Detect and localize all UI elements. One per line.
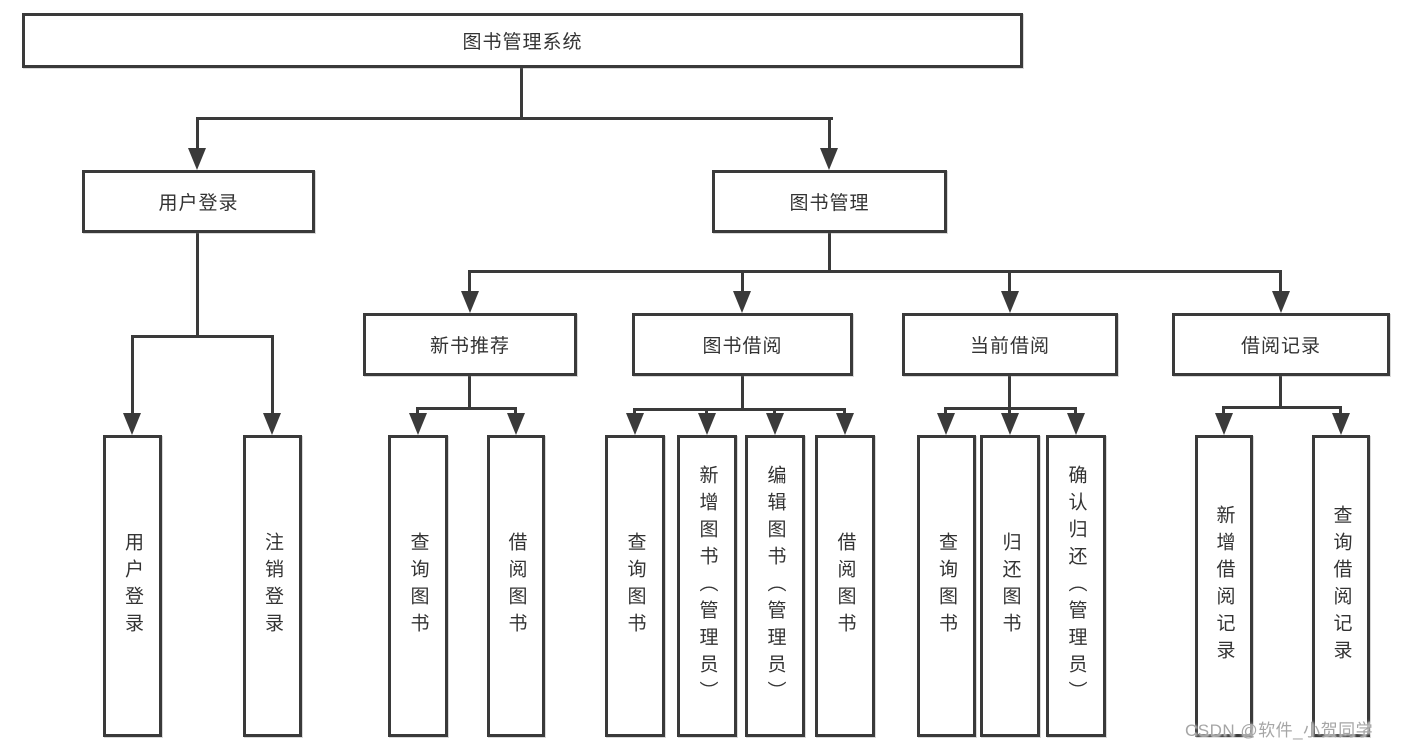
connector-line	[468, 270, 1282, 273]
connector-line	[828, 117, 831, 153]
connector-line	[468, 376, 471, 410]
connector-line	[828, 233, 831, 273]
leaf-confirm-return-admin: 确认归还（管理员）	[1046, 435, 1106, 737]
leaf-label: 注销登录	[262, 532, 283, 640]
leaf-query-books-borrow: 查询图书	[605, 435, 665, 737]
arrow-down-icon	[820, 148, 838, 170]
leaf-label: 确认归还（管理员）	[1065, 464, 1087, 708]
connector-line	[131, 335, 274, 338]
arrow-down-icon	[1272, 291, 1290, 313]
connector-line	[520, 68, 523, 120]
connector-line	[1008, 376, 1011, 410]
node-library-system: 图书管理系统	[22, 13, 1023, 68]
arrow-down-icon	[1215, 413, 1233, 435]
connector-line	[416, 407, 419, 417]
leaf-add-borrow-record: 新增借阅记录	[1195, 435, 1253, 737]
arrow-down-icon	[836, 413, 854, 435]
leaf-label: 编辑图书（管理员）	[764, 464, 786, 708]
leaf-label: 查询图书	[407, 532, 429, 640]
arrow-down-icon	[507, 413, 525, 435]
connector-line	[416, 407, 517, 410]
connector-line	[196, 233, 199, 338]
arrow-down-icon	[263, 413, 281, 435]
leaf-label: 归还图书	[999, 532, 1021, 640]
connector-line	[468, 270, 471, 295]
leaf-label: 新增图书（管理员）	[696, 464, 718, 708]
connector-line	[705, 408, 708, 417]
arrow-down-icon	[1001, 413, 1019, 435]
connector-line	[1279, 270, 1282, 295]
leaf-label: 新增借阅记录	[1213, 505, 1235, 667]
connector-line	[741, 376, 744, 411]
connector-line	[843, 408, 846, 417]
node-current-borrowing: 当前借阅	[902, 313, 1118, 376]
connector-line	[131, 335, 134, 417]
node-borrowing-records: 借阅记录	[1172, 313, 1390, 376]
arrow-down-icon	[733, 291, 751, 313]
arrow-down-icon	[766, 413, 784, 435]
leaf-add-book-admin: 新增图书（管理员）	[677, 435, 737, 737]
connector-line	[271, 335, 274, 417]
leaf-return-book: 归还图书	[980, 435, 1040, 737]
connector-line	[633, 408, 846, 411]
leaf-logout: 注销登录	[243, 435, 302, 737]
node-book-management: 图书管理	[712, 170, 947, 233]
arrow-down-icon	[1067, 413, 1085, 435]
arrow-down-icon	[937, 413, 955, 435]
watermark-csdn: CSDN @软件_小贺同学	[1185, 721, 1374, 740]
leaf-label: 借阅图书	[834, 532, 856, 640]
leaf-label: 借阅图书	[505, 532, 527, 640]
leaf-query-books-recommend: 查询图书	[388, 435, 448, 737]
node-new-book-recommendation: 新书推荐	[363, 313, 577, 376]
connector-line	[944, 407, 947, 417]
arrow-down-icon	[626, 413, 644, 435]
connector-line	[1008, 407, 1011, 417]
connector-line	[196, 117, 833, 120]
leaf-label: 查询图书	[624, 532, 646, 640]
leaf-query-books-current: 查询图书	[917, 435, 976, 737]
leaf-label: 查询图书	[936, 532, 957, 640]
arrow-down-icon	[188, 148, 206, 170]
leaf-label: 查询借阅记录	[1330, 505, 1352, 667]
arrow-down-icon	[698, 413, 716, 435]
arrow-down-icon	[461, 291, 479, 313]
connector-line	[1008, 270, 1011, 295]
arrow-down-icon	[1001, 291, 1019, 313]
connector-line	[1222, 406, 1225, 417]
connector-line	[514, 407, 517, 417]
node-book-borrowing: 图书借阅	[632, 313, 853, 376]
connector-line	[1222, 406, 1342, 409]
connector-line	[773, 408, 776, 417]
node-user-login: 用户登录	[82, 170, 315, 233]
leaf-edit-book-admin: 编辑图书（管理员）	[745, 435, 805, 737]
arrow-down-icon	[1332, 413, 1350, 435]
connector-line	[1339, 406, 1342, 417]
leaf-borrow-books: 借阅图书	[815, 435, 875, 737]
connector-line	[633, 408, 636, 417]
connector-line	[741, 270, 744, 295]
arrow-down-icon	[123, 413, 141, 435]
arrow-down-icon	[409, 413, 427, 435]
leaf-label: 用户登录	[122, 532, 143, 640]
connector-line	[196, 117, 199, 153]
connector-line	[1279, 376, 1282, 409]
leaf-query-borrow-record: 查询借阅记录	[1312, 435, 1370, 737]
connector-line	[1074, 407, 1077, 417]
leaf-borrow-books-recommend: 借阅图书	[487, 435, 545, 737]
leaf-user-login: 用户登录	[103, 435, 162, 737]
